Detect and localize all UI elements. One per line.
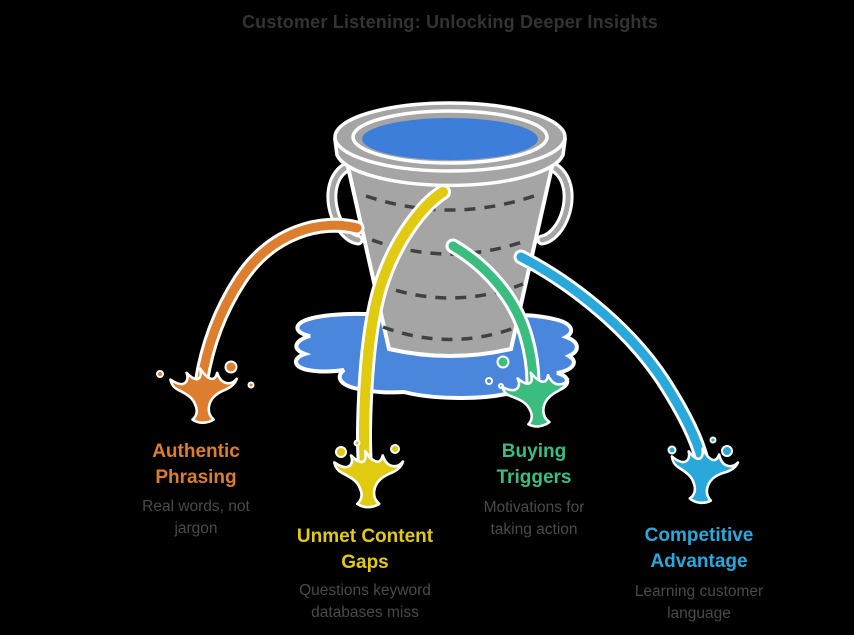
bucket-band-line	[382, 325, 518, 342]
droplet	[709, 436, 717, 444]
stream-unmet-content-gaps	[355, 184, 451, 472]
droplet	[353, 439, 361, 447]
bucket-band-line	[371, 238, 529, 256]
droplet	[224, 360, 238, 374]
stream-authentic-phrasing	[193, 217, 365, 392]
droplet	[335, 446, 347, 458]
label-authentic-phrasing: Authentic Phrasing	[152, 441, 240, 488]
label-buying-triggers: Buying Triggers	[496, 441, 572, 488]
stream-competitive-advantage	[513, 249, 710, 468]
desc-competitive-advantage: Learning customer language	[634, 583, 764, 622]
label-unmet-content-gaps: Unmet Content Gaps	[296, 526, 434, 573]
droplet	[721, 445, 733, 457]
label-competitive-advantage: Competitive Advantage	[644, 525, 754, 572]
bucket-band-lines	[365, 194, 535, 342]
splash-authentic-phrasing	[169, 367, 238, 425]
splash-unmet-content-gaps	[333, 449, 405, 509]
stream-buying-triggers	[445, 238, 541, 392]
bucket-water-surface	[362, 118, 538, 160]
droplet	[496, 355, 510, 369]
droplet	[498, 383, 504, 389]
bucket-band-line	[365, 194, 535, 212]
droplet	[247, 381, 255, 389]
bucket-body	[343, 156, 557, 358]
desc-authentic-phrasing: Real words, not jargon	[142, 498, 250, 537]
desc-buying-triggers: Motivations for taking action	[483, 499, 585, 538]
droplet	[390, 444, 400, 454]
droplet	[485, 377, 493, 385]
desc-unmet-content-gaps: Questions keyword databases miss	[299, 582, 431, 621]
bucket	[326, 101, 574, 358]
page-title: Customer Listening: Unlocking Deeper Ins…	[241, 12, 659, 32]
droplet	[156, 370, 164, 378]
bucket-handle-right	[536, 160, 574, 246]
droplet	[667, 445, 677, 455]
splash-droplets	[156, 360, 733, 458]
